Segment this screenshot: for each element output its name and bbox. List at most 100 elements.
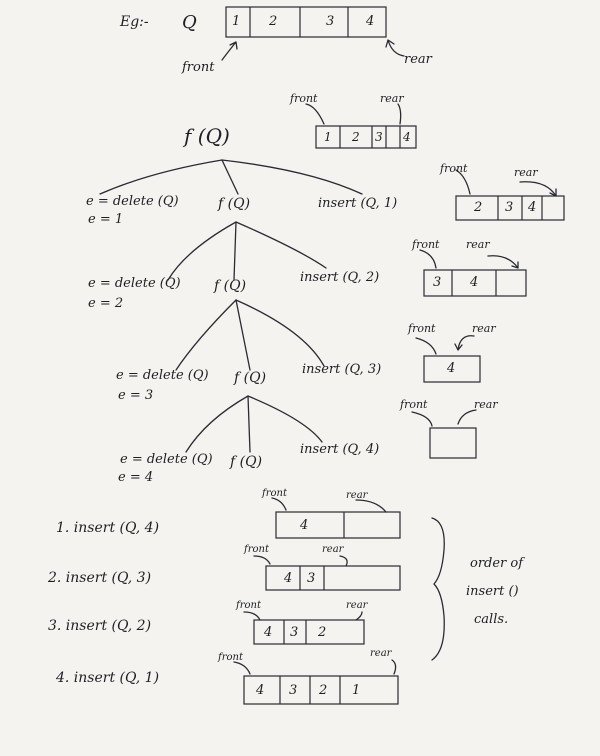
level3-front-label: front — [408, 322, 436, 335]
order1-front-label: front — [262, 488, 287, 499]
level1-insert: insert (Q, 1) — [318, 196, 398, 211]
note-line-2: insert () — [466, 584, 519, 599]
example-cell-2: 2 — [269, 14, 278, 29]
level4-rear-label: rear — [474, 398, 498, 411]
order2-cell-2: 3 — [307, 571, 316, 586]
order3-front-arrow — [243, 611, 261, 621]
queue-name: Q — [182, 12, 197, 33]
order3-cell-3: 2 — [318, 625, 327, 640]
level3-front-arrow — [415, 337, 437, 355]
level4-front-arrow — [411, 411, 433, 427]
root-rear-arrow — [397, 103, 402, 125]
level1-front-arrow — [455, 169, 471, 195]
order2-rear-label: rear — [322, 544, 344, 555]
level2-cell-2: 4 — [470, 275, 479, 290]
order4-front-arrow — [233, 661, 251, 675]
level2-delete: e = delete (Q) — [88, 276, 181, 291]
order-item-4: 4. insert (Q, 1) — [56, 670, 160, 686]
example-queue-box — [225, 6, 387, 38]
level1-rear-label: rear — [514, 166, 538, 179]
level1-delete: e = delete (Q) — [86, 194, 179, 209]
level2-e-value: e = 2 — [88, 296, 124, 311]
order4-rear-label: rear — [370, 648, 392, 659]
level1-recurse: f (Q) — [218, 196, 251, 212]
order2-queue-box — [265, 565, 401, 591]
level4-rear-arrow — [457, 409, 477, 425]
order3-cell-2: 3 — [290, 625, 299, 640]
example-front-label: front — [182, 60, 215, 75]
order4-cell-2: 3 — [289, 683, 298, 698]
order4-cell-3: 2 — [319, 683, 328, 698]
order1-cell-1: 4 — [300, 518, 309, 533]
order2-front-label: front — [244, 544, 269, 555]
order2-cell-1: 4 — [284, 571, 293, 586]
root-cell-3: 3 — [375, 130, 383, 144]
level1-e-value: e = 1 — [88, 212, 124, 227]
order-item-3: 3. insert (Q, 2) — [48, 618, 152, 634]
example-rear-arrow — [385, 39, 405, 57]
example-rear-label: rear — [404, 52, 432, 67]
level2-cell-1: 3 — [433, 275, 442, 290]
level1-cell-1: 2 — [474, 200, 483, 215]
order-item-2: 2. insert (Q, 3) — [48, 570, 152, 586]
root-front-arrow — [305, 103, 325, 125]
level2-rear-label: rear — [466, 238, 490, 251]
example-cell-1: 1 — [232, 14, 241, 29]
note-line-3: calls. — [474, 612, 509, 627]
root-cell-4: 4 — [403, 130, 411, 144]
order4-cell-1: 4 — [256, 683, 265, 698]
note-line-1: order of — [470, 556, 524, 571]
root-cell-1: 1 — [324, 130, 332, 144]
example-label: Eg:- — [120, 14, 149, 30]
order4-rear-arrow — [391, 659, 397, 675]
example-cell-4: 4 — [366, 14, 375, 29]
root-call: f (Q) — [184, 124, 230, 148]
level4-front-label: front — [400, 398, 428, 411]
root-front-label: front — [290, 92, 318, 105]
level2-queue-box — [423, 269, 527, 297]
order2-front-arrow — [253, 555, 271, 565]
level3-rear-label: rear — [472, 322, 496, 335]
level2-rear-arrow — [487, 255, 519, 269]
level2-insert: insert (Q, 2) — [300, 270, 380, 285]
level2-front-label: front — [412, 238, 440, 251]
order4-cell-4: 1 — [352, 683, 361, 698]
level1-rear-arrow — [519, 181, 557, 197]
level3-recurse: f (Q) — [234, 370, 267, 386]
level1-queue-box — [455, 195, 565, 221]
level1-front-label: front — [440, 162, 468, 175]
level3-insert: insert (Q, 3) — [302, 362, 382, 377]
level4-e-value: e = 4 — [118, 470, 154, 485]
level3-e-value: e = 3 — [118, 388, 154, 403]
root-cell-2: 2 — [352, 130, 360, 144]
level4-delete: e = delete (Q) — [120, 452, 213, 467]
level3-queue-box — [423, 355, 481, 383]
order4-queue-box — [243, 675, 399, 705]
level3-cell-1: 4 — [447, 361, 456, 376]
order4-front-label: front — [218, 652, 243, 663]
level3-rear-arrow — [454, 335, 475, 351]
order2-rear-arrow — [339, 555, 348, 567]
order1-queue-box — [275, 511, 401, 539]
root-rear-label: rear — [380, 92, 404, 105]
order1-rear-label: rear — [346, 490, 368, 501]
level4-queue-box — [429, 427, 477, 459]
order1-front-arrow — [271, 497, 287, 511]
recursion-tree-lines — [99, 159, 363, 453]
order3-rear-arrow — [355, 611, 363, 621]
level3-delete: e = delete (Q) — [116, 368, 209, 383]
level2-recurse: f (Q) — [214, 278, 247, 294]
level1-cell-3: 4 — [528, 200, 537, 215]
root-queue-box — [315, 125, 417, 149]
order3-rear-label: rear — [346, 600, 368, 611]
order-item-1: 1. insert (Q, 4) — [56, 520, 160, 536]
level4-recurse: f (Q) — [230, 454, 263, 470]
order3-cell-1: 4 — [264, 625, 273, 640]
example-cell-3: 3 — [326, 14, 335, 29]
level2-front-arrow — [419, 249, 437, 269]
level1-cell-2: 3 — [505, 200, 514, 215]
order3-front-label: front — [236, 600, 261, 611]
order1-rear-arrow — [355, 499, 387, 513]
